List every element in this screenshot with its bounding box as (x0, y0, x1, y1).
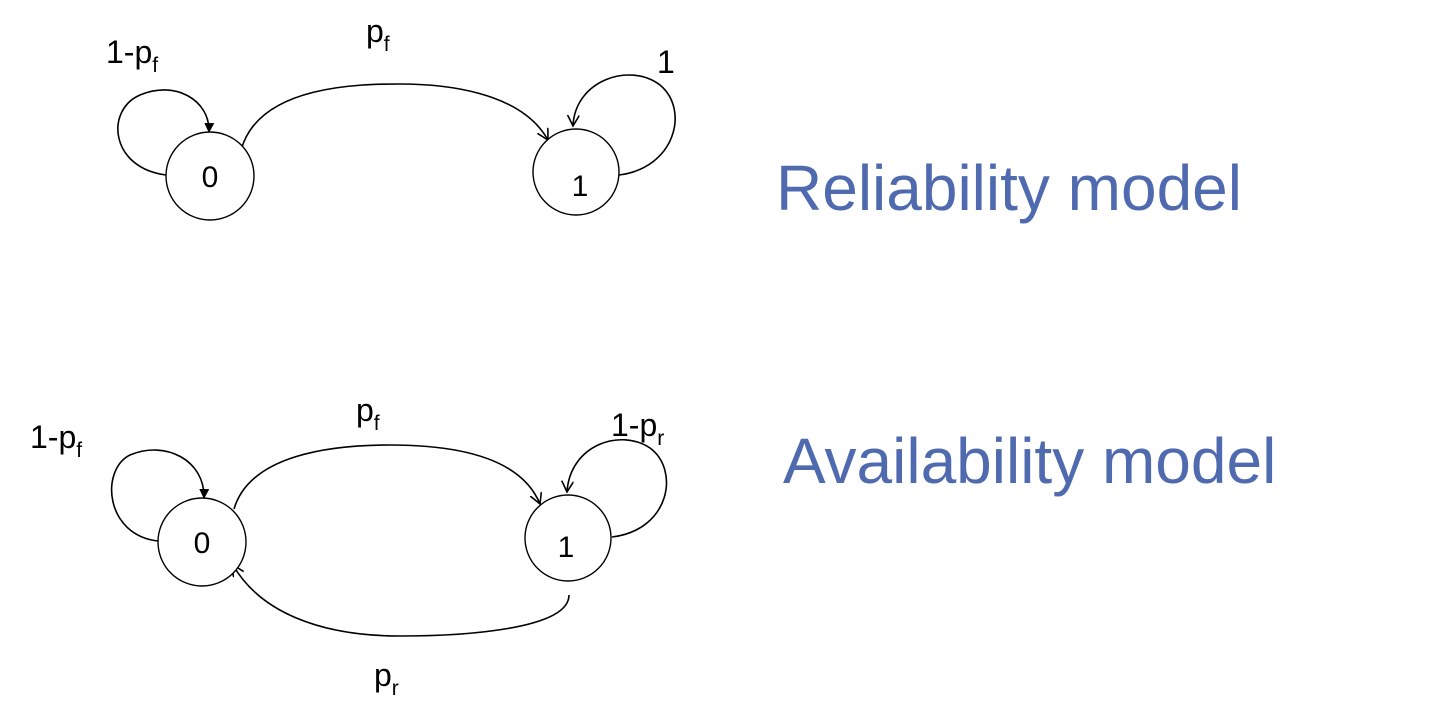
reliability-node-1-label: 1 (572, 170, 589, 203)
availability-node-1: 1 (524, 494, 612, 582)
availability-node-0: 0 (157, 497, 247, 587)
availability-node-0-label: 0 (194, 527, 211, 560)
reliability-node-1: 1 (532, 128, 620, 216)
reliability-label-0-to-1: pf (366, 13, 390, 56)
reliability-node-0-label: 0 (202, 161, 219, 194)
reliability-edge-0-to-1 (241, 83, 548, 148)
availability-edge-1-to-1 (567, 439, 668, 538)
availability-edge-0-to-0 (110, 449, 210, 542)
availability-node-1-label: 1 (558, 531, 575, 564)
availability-model-title: Availability model (783, 425, 1276, 497)
reliability-edge-1-to-1 (573, 74, 676, 176)
availability-label-0-to-1: pf (356, 392, 380, 435)
reliability-node-0: 0 (165, 131, 255, 221)
availability-edge-1-to-0 (233, 565, 570, 637)
availability-label-1-to-0: pr (374, 657, 399, 700)
availability-model: 0 1 1-pf pf 1-pr pr Availability model (30, 392, 1276, 700)
reliability-edge-0-to-0 (117, 89, 215, 176)
reliability-model: 0 1 1-pf pf 1 Reliability model (106, 13, 1242, 224)
availability-label-1-to-1: 1-pr (611, 407, 664, 450)
availability-label-0-to-0: 1-pf (30, 419, 82, 462)
reliability-model-title: Reliability model (776, 152, 1242, 224)
reliability-label-1-to-1: 1 (657, 44, 675, 80)
reliability-label-0-to-0: 1-pf (106, 34, 158, 77)
availability-edge-0-to-1 (233, 444, 540, 510)
